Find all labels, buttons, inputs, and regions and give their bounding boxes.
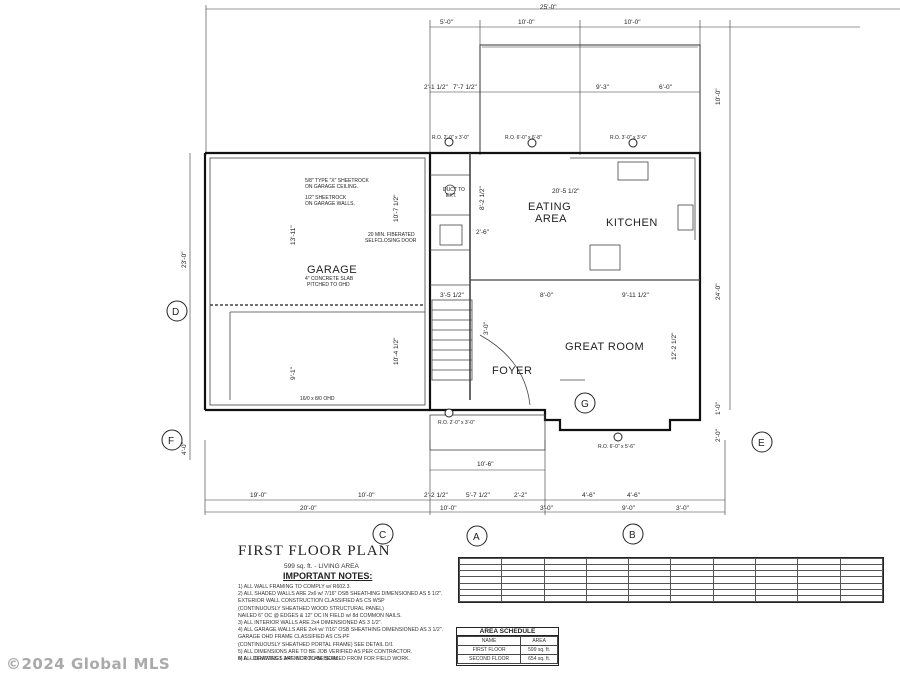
area-row-area: 654 sq. ft. [520, 654, 558, 664]
label-ro-top-right: R.O. 3'-0" x 3'-6" [610, 135, 647, 141]
dim-int-8: 10'-7 1/2" [393, 194, 400, 222]
dim-bottom-r1-1: 10'-6" [477, 461, 494, 468]
dim-int-6: 9'-1" [290, 366, 297, 380]
label-duct-2: EXT. [446, 193, 457, 199]
label-sheetrock-2: ON GARAGE CEILING. [305, 184, 358, 190]
marker-e: E [758, 438, 765, 449]
dim-bottom-r2-3: 2'-2 1/2" [424, 492, 448, 499]
area-row-name: FIRST FLOOR [456, 645, 522, 655]
room-eating-1: EATING [528, 201, 571, 213]
dim-int-7: 10'-4 1/2" [393, 337, 400, 365]
area-schedule-heading: AREA SCHEDULE [457, 628, 558, 636]
note-line: (CONTINUOUSLY SHEATHED PORTAL FRAME) SEE… [238, 641, 393, 648]
note-line: NAILED 6" OC @ EDGES & 12" OC IN FIELD w… [238, 612, 402, 619]
area-row-name: SECOND FLOOR [456, 654, 522, 664]
marker-a: A [473, 532, 480, 543]
label-sheetrock-4: ON GARAGE WALLS. [305, 201, 355, 207]
room-eating-2: AREA [535, 213, 567, 225]
dim-bottom-r3-5: 3'-0" [676, 505, 690, 512]
important-notes-heading: IMPORTANT NOTES: [283, 571, 373, 581]
dim-bottom-r2-4: 5'-7 1/2" [466, 492, 490, 499]
dim-int-11: 8'-2 1/2" [479, 186, 486, 210]
note-line: 1) ALL WALL FRAMING TO COMPLY w/ R602.3. [238, 584, 351, 590]
label-ro-top-left: R.O. 2'-0" x 3'-0" [432, 135, 469, 141]
dim-right-4: 2'-0" [715, 428, 722, 442]
room-garage: GARAGE [307, 264, 357, 276]
dim-bottom-r3-2: 10'-0" [440, 505, 457, 512]
note-line: 4) ALL GARAGE WALLS ARE 2x4 w/ 7/16" OSB… [238, 627, 444, 634]
label-door-1: 20 MIN. FIBERATED [368, 232, 415, 238]
note-line: (CONTINUOUSLY SHEATHED WOOD STRUCTURAL P… [238, 605, 384, 612]
room-kitchen: KITCHEN [606, 217, 658, 229]
note-line: EXTERIOR WALL CONSTRUCTION CLASSIFIED AS… [238, 598, 385, 605]
label-slab-1: 4" CONCRETE SLAB [305, 276, 354, 282]
room-foyer: FOYER [492, 365, 532, 377]
marker-f: F [168, 436, 174, 447]
marker-c: C [379, 530, 386, 541]
plan-subtitle: 599 sq. ft. - LIVING AREA [284, 563, 359, 570]
marker-d: D [172, 307, 179, 318]
dim-bottom-r3-3: 3'-0" [540, 505, 554, 512]
label-sheetrock-3: 1/2" SHEETROCK [305, 195, 347, 201]
mls-watermark: ©2024 Global MLS [6, 655, 171, 673]
dim-bottom-r2-5: 2'-2" [514, 492, 528, 499]
note-line: 2) ALL SHADED WALLS ARE 2x6 w/ 7/16" OSB… [238, 591, 443, 598]
label-ro-top-mid: R.O. 6'-0" x 6'-8" [505, 135, 542, 141]
label-ohd: 16/0 x 8/0 OHD [300, 396, 335, 402]
dim-left-1: 23'-0" [181, 251, 188, 268]
note-line: 3) ALL INTERIOR WALLS ARE 2x4 DIMENSIONE… [238, 620, 382, 627]
dim-int-9: 3'-5 1/2" [440, 292, 464, 299]
dim-int-10: 2'-6" [476, 229, 490, 236]
dim-left-2: 4'-0" [181, 441, 188, 455]
label-sheetrock-1: 5/8" TYPE "X" SHEETROCK [305, 178, 370, 184]
label-slab-2: PITCHED TO OHD [307, 282, 350, 288]
dim-top-1: 5'-0" [440, 19, 454, 26]
important-notes: 1) ALL WALL FRAMING TO COMPLY w/ R602.3.… [238, 584, 458, 663]
label-door-2: SELFCLOSING DOOR [365, 238, 417, 244]
dim-bottom-r2-1: 19'-0" [250, 492, 267, 499]
marker-g: G [581, 399, 589, 410]
note-line: 6) ALL DRAWINGS ARE NOT TO BE SCALED FRO… [238, 656, 410, 663]
room-great-room: GREAT ROOM [565, 341, 644, 353]
area-col-name: NAME [456, 636, 522, 646]
dim-right-3: 1'-0" [715, 401, 722, 415]
dim-bottom-r2-2: 10'-0" [358, 492, 375, 499]
window-door-schedule [458, 557, 884, 603]
label-ro-bottom-left: R.O. 2'-0" x 3'-0" [438, 420, 475, 426]
marker-b: B [629, 530, 636, 541]
dim-top-3: 10'-0" [624, 19, 641, 26]
dim-top-inner-4: 6'-0" [659, 84, 673, 91]
dim-int-4: 12'-2 1/2" [671, 332, 678, 360]
note-line: 5) ALL DIMENSIONS ARE TO BE JOB VERIFIED… [238, 648, 413, 655]
dim-int-3: 8'-0" [540, 292, 554, 299]
microlam-note: M.L. - DENOTES 1 3/4" MICROLAM BEAM [238, 656, 339, 662]
dim-bottom-r2-6: 4'-6" [582, 492, 596, 499]
plan-title: FIRST FLOOR PLAN [238, 543, 391, 559]
area-row-area: 599 sq. ft. [520, 645, 558, 655]
note-line: GARAGE OHD FRAME CLASSIFIED AS CS-PF [238, 634, 350, 641]
dim-right-1: 10'-0" [715, 88, 722, 105]
dim-top-inner-3: 9'-3" [596, 84, 610, 91]
dim-int-12: 3'-0" [483, 321, 490, 335]
dim-int-1: 20'-5 1/2" [552, 188, 580, 195]
label-ro-bottom-right: R.O. 6'-0" x 5'-6" [598, 444, 635, 450]
dim-int-5: 13'-11" [290, 225, 297, 245]
dim-top-4: 25'-0" [540, 4, 557, 11]
dim-bottom-r2-7: 4'-6" [627, 492, 641, 499]
dim-top-inner-2: 7'-7 1/2" [453, 84, 477, 91]
area-col-area: AREA [520, 636, 558, 646]
dim-int-2: 9'-11 1/2" [622, 292, 650, 299]
dim-top-2: 10'-0" [518, 19, 535, 26]
dim-bottom-r3-1: 20'-0" [300, 505, 317, 512]
dim-top-inner-1: 2'-1 1/2" [424, 84, 448, 91]
label-duct-1: DUCT TO [443, 187, 465, 193]
dim-right-2: 24'-0" [715, 283, 722, 300]
dim-bottom-r3-4: 9'-0" [622, 505, 636, 512]
